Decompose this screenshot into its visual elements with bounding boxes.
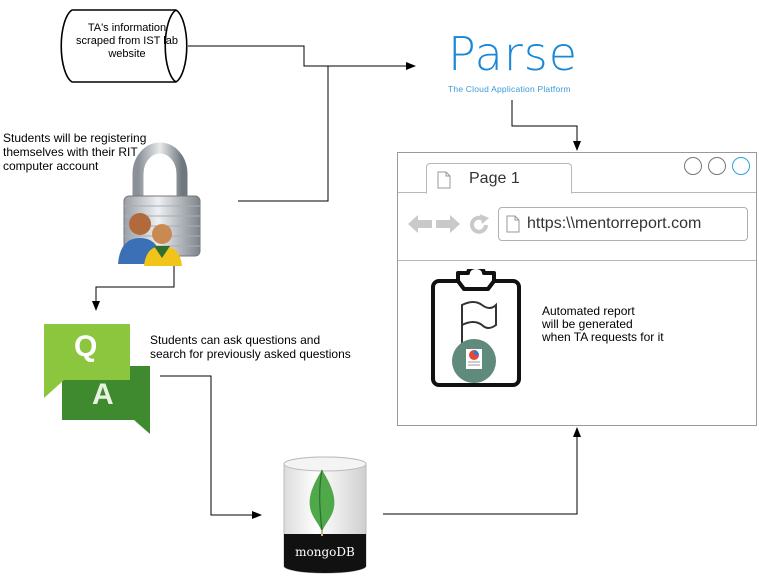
tab-label: Page 1 (469, 170, 520, 187)
report-label: Automated report will be generated when … (542, 304, 664, 344)
edge-ta-to-parse (188, 45, 416, 70)
qa-a-letter: A (92, 378, 114, 411)
browser-window: Page 1 https:\\mentorreport.com (397, 152, 757, 426)
scrape-source-cylinder (60, 9, 188, 83)
parse-tagline: The Cloud Application Platform (448, 84, 571, 94)
window-button-2[interactable] (708, 157, 726, 175)
edge-login-to-qa (92, 262, 175, 311)
page-icon (437, 171, 451, 189)
url-field[interactable]: https:\\mentorreport.com (498, 207, 748, 241)
back-arrow-icon[interactable] (408, 215, 432, 233)
reload-icon[interactable] (468, 214, 490, 236)
padlock-users-icon (118, 142, 201, 266)
page-icon (506, 215, 520, 233)
qa-label: Students can ask questions and search fo… (150, 333, 351, 361)
edge-parse-to-browser (511, 100, 581, 151)
qa-chat-icon (44, 324, 150, 434)
edge-qa-to-mongodb (160, 375, 262, 519)
edge-mongodb-to-browser (383, 427, 581, 515)
mongodb-label: mongoDB (295, 545, 355, 559)
edge-login-to-parse (238, 66, 329, 202)
clipboard-report-icon (431, 269, 521, 387)
ta-scrape-label: TA's information scraped from IST lab we… (76, 22, 178, 60)
browser-address-bar: https:\\mentorreport.com (398, 193, 756, 261)
mongodb-cylinder (283, 456, 367, 574)
window-button-3[interactable] (732, 157, 750, 175)
qa-q-letter: Q (74, 330, 98, 363)
window-button-1[interactable] (684, 157, 702, 175)
parse-logo: Parse (448, 27, 579, 81)
mongodb-leaf-icon (309, 469, 335, 536)
forward-arrow-icon[interactable] (436, 215, 460, 233)
browser-tab-bar: Page 1 (398, 153, 756, 194)
url-text: https:\\mentorreport.com (527, 215, 702, 232)
tab-page-1[interactable]: Page 1 (426, 163, 572, 194)
login-label: Students will be registering themselves … (3, 131, 147, 173)
